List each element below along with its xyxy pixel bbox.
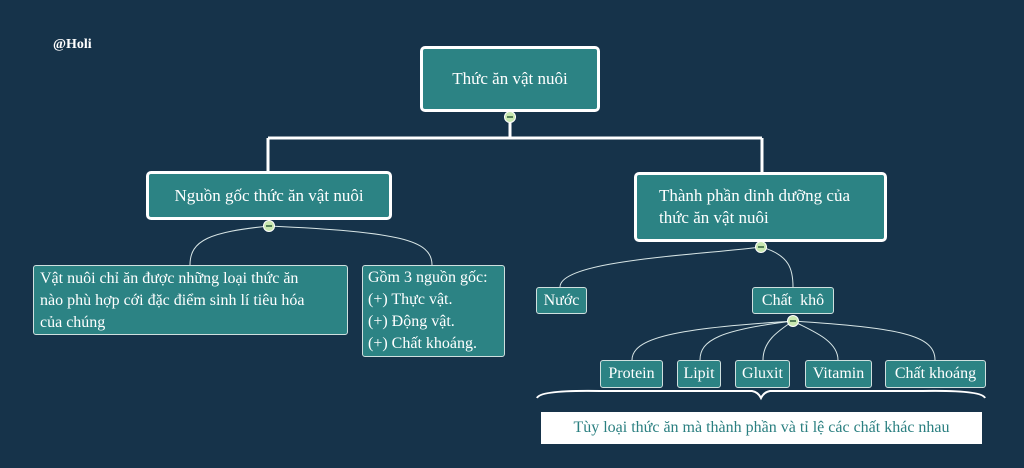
leaf-node-gluxit[interactable]: Gluxit xyxy=(735,360,790,388)
collapse-icon-root xyxy=(504,111,516,123)
leaf-label-gluxit: Gluxit xyxy=(742,365,783,382)
left-child-node-2[interactable]: Gồm 3 nguồn gốc: (+) Thực vật. (+) Động … xyxy=(362,265,505,357)
connector-left-children xyxy=(189,225,433,266)
leaf-label-vitamin: Vitamin xyxy=(812,365,865,382)
leaf-label-chatkhoang: Chất khoáng xyxy=(894,365,977,382)
leaf-label-protein: Protein xyxy=(608,365,655,382)
right-branch-node[interactable]: Thành phần dinh dưỡng của thức ăn vật nu… xyxy=(634,172,887,242)
summary-note-text: Tùy loại thức ăn mà thành phần và tỉ lệ … xyxy=(573,419,950,436)
collapse-icon-left xyxy=(263,220,275,232)
leaf-node-lipit[interactable]: Lipit xyxy=(677,360,721,388)
left-child-label-2: Gồm 3 nguồn gốc: (+) Thực vật. (+) Động … xyxy=(368,269,488,352)
collapse-icon-chatkho xyxy=(787,315,799,327)
root-node-label: Thức ăn vật nuôi xyxy=(452,69,568,88)
connector-right-children xyxy=(559,246,794,288)
connector-chatkho-leaves xyxy=(631,320,936,361)
leaf-node-chatkhoang[interactable]: Chất khoáng xyxy=(885,360,986,388)
summary-note[interactable]: Tùy loại thức ăn mà thành phần và tỉ lệ … xyxy=(541,412,982,444)
right-branch-label: Thành phần dinh dưỡng của thức ăn vật nu… xyxy=(659,186,850,227)
watermark: @Holi xyxy=(53,37,92,52)
left-branch-node[interactable]: Nguồn gốc thức ăn vật nuôi xyxy=(146,171,392,220)
root-node[interactable]: Thức ăn vật nuôi xyxy=(420,46,600,112)
leaf-node-protein[interactable]: Protein xyxy=(600,360,663,388)
connector-root-branches xyxy=(266,117,764,173)
left-child-node-1[interactable]: Vật nuôi chỉ ăn được những loại thức ăn … xyxy=(33,265,348,335)
leaf-label-lipit: Lipit xyxy=(683,365,715,382)
right-child-label-chatkho: Chất khô xyxy=(761,291,825,309)
leaf-node-vitamin[interactable]: Vitamin xyxy=(805,360,872,388)
collapse-icon-right xyxy=(755,241,767,253)
left-child-label-1: Vật nuôi chỉ ăn được những loại thức ăn … xyxy=(40,270,305,331)
right-child-node-nuoc[interactable]: Nước xyxy=(536,287,587,314)
right-child-label-nuoc: Nước xyxy=(543,291,580,309)
right-child-node-chatkho[interactable]: Chất khô xyxy=(752,287,834,314)
brace xyxy=(536,389,986,401)
left-branch-label: Nguồn gốc thức ăn vật nuôi xyxy=(174,185,364,205)
